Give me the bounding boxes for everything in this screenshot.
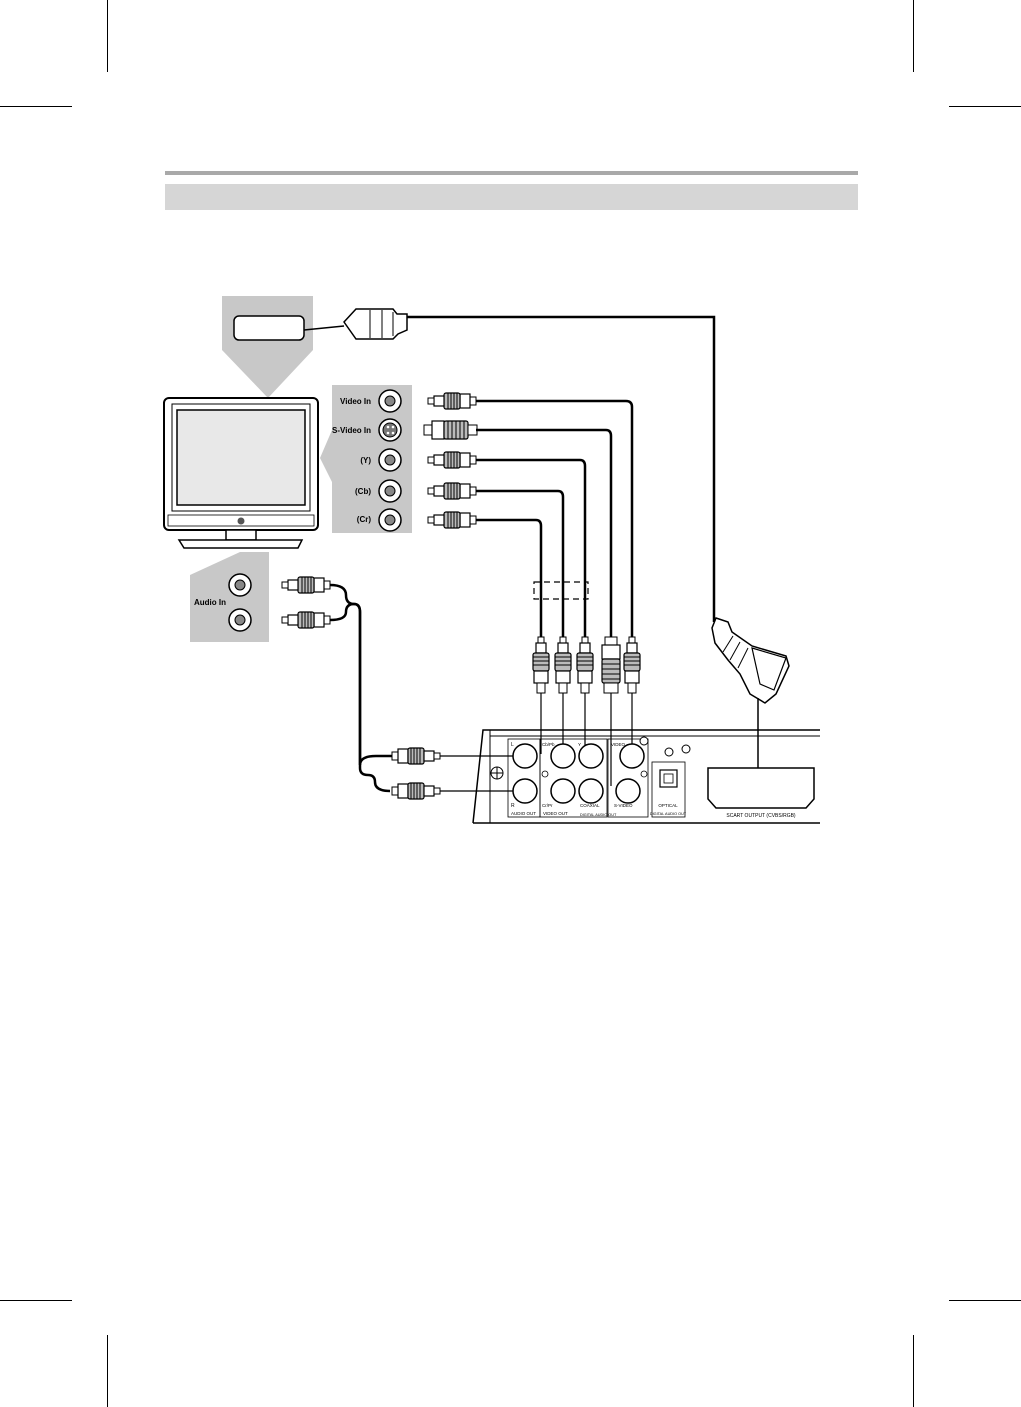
plug-cb-dvd — [554, 636, 572, 694]
dvd-label-audio-out: AUDIO OUT — [511, 811, 536, 816]
crop-mark — [107, 0, 108, 72]
dvd-scart-socket — [707, 767, 815, 809]
crop-mark — [913, 0, 914, 72]
jack-video-in — [378, 389, 402, 413]
audio-cables — [329, 583, 392, 793]
label-cb: (Cb) — [355, 487, 371, 496]
dvd-label-optical-sub: DIGITAL AUDIO OUT — [650, 812, 687, 816]
tv-scart-panel — [222, 296, 313, 398]
plug-cr-dvd — [532, 636, 550, 694]
dvd-label-scart-output: SCART OUTPUT (CVBS/RGB) — [726, 813, 796, 819]
dvd-label-coaxial: COAXIAL — [580, 803, 600, 808]
crop-mark — [107, 1335, 108, 1407]
plug-cr-tv — [427, 511, 477, 529]
jack-s-video-in — [378, 418, 402, 442]
dvd-label-y: Y — [578, 742, 581, 747]
plug-svideo-tv — [423, 420, 478, 440]
scart-plug-bottom — [711, 617, 790, 704]
label-audio-in: Audio In — [194, 598, 226, 607]
jack-cr — [378, 508, 402, 532]
plug-audio-r-tv — [281, 611, 331, 629]
header-rule — [165, 171, 858, 175]
section-header-bar — [165, 184, 858, 210]
video-cables — [476, 399, 634, 640]
plug-audio-l-dvd — [391, 747, 441, 765]
dvd-rear-panel: L R AUDIO OUT Cb/Pb Y Cr/Pr VIDEO OUT CO… — [472, 729, 820, 824]
crop-mark — [0, 106, 72, 107]
dvd-label-video-out: VIDEO OUT — [543, 811, 568, 816]
dvd-label-cr-pr: Cr/Pr — [542, 803, 553, 808]
dvd-label-l: L — [511, 742, 514, 748]
plug-video-dvd — [623, 636, 641, 694]
label-s-video-in: S-Video In — [332, 426, 371, 435]
plug-y-tv — [427, 451, 477, 469]
plug-video-tv — [427, 392, 477, 410]
video-leads — [540, 693, 633, 786]
dvd-label-optical: OPTICAL — [658, 803, 678, 808]
jack-audio-l — [228, 573, 252, 597]
dvd-label-video: VIDEO — [611, 742, 626, 747]
jack-audio-r — [228, 608, 252, 632]
dvd-label-cb-pb: Cb/Pb — [542, 742, 555, 747]
dvd-label-s-video: S-VIDEO — [614, 803, 633, 808]
label-cr: (Cr) — [357, 515, 372, 524]
plug-audio-r-dvd — [391, 782, 441, 800]
plug-y-dvd — [576, 636, 594, 694]
plug-cb-tv — [427, 482, 477, 500]
tv-scart-socket — [233, 315, 305, 341]
scart-plug-top — [343, 308, 408, 340]
crop-mark — [913, 1335, 914, 1407]
crop-mark — [0, 1300, 72, 1301]
jack-y — [378, 448, 402, 472]
label-y: (Y) — [360, 456, 371, 465]
label-video-in: Video In — [340, 397, 371, 406]
plug-svideo-dvd — [601, 636, 621, 694]
dvd-label-r: R — [511, 803, 515, 809]
crop-mark — [949, 106, 1021, 107]
dashed-box — [533, 581, 589, 600]
tv-illustration — [163, 397, 319, 549]
dvd-label-digital-audio-out: DIGITAL AUDIO OUT — [580, 813, 617, 817]
tv-audio-inputs-panel — [190, 552, 269, 642]
jack-cb — [378, 479, 402, 503]
plug-audio-l-tv — [281, 576, 331, 594]
crop-mark — [949, 1300, 1021, 1301]
